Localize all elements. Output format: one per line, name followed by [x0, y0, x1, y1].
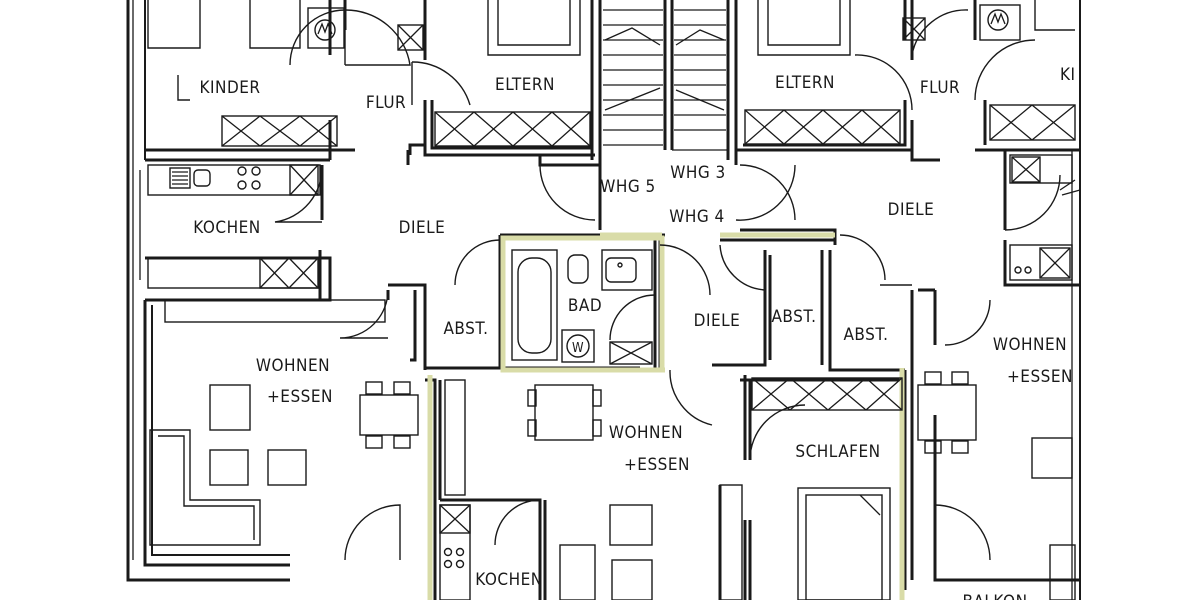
room-label-kinder-left: KINDER	[199, 78, 260, 98]
washer-symbol: W	[572, 341, 584, 356]
room-label-eltern-right: ELTERN	[775, 73, 835, 93]
room-label-diele-right: DIELE	[888, 200, 935, 220]
room-label-wohnen-left: WOHNEN	[256, 356, 330, 376]
room-label-kochen-left: KOCHEN	[193, 218, 260, 238]
stair-label-whg3: WHG 3	[670, 163, 726, 183]
room-label-balkon-right: BALKON	[962, 592, 1027, 600]
room-label-kinder-right: KI	[1060, 65, 1076, 85]
room-label-essen-left: +ESSEN	[267, 387, 333, 407]
room-label-eltern-left: ELTERN	[495, 75, 555, 95]
room-label-bad: BAD	[568, 296, 602, 316]
room-label-abst-center: ABST.	[771, 307, 816, 327]
walls	[126, 0, 1081, 600]
room-label-abst-left: ABST.	[443, 319, 488, 339]
kitchen-fixtures	[147, 154, 1073, 600]
room-label-wohnen-center: WOHNEN	[609, 423, 683, 443]
bath-fixtures: W	[307, 4, 1021, 363]
stair-label-whg4: WHG 4	[669, 207, 725, 227]
room-label-flur-right: FLUR	[920, 78, 960, 98]
unit-outlines	[427, 232, 905, 600]
room-label-kochen-center: KOCHEN	[475, 570, 542, 590]
room-label-schlafen: SCHLAFEN	[795, 442, 880, 462]
furniture	[147, 0, 1081, 600]
room-label-essen-center: +ESSEN	[624, 455, 690, 475]
doors	[274, 9, 1061, 561]
room-labels: KINDER FLUR ELTERN ELTERN FLUR KI KOCHEN…	[193, 65, 1075, 600]
stair-label-whg5: WHG 5	[600, 177, 656, 197]
room-label-diele-center: DIELE	[694, 311, 741, 331]
cabinets	[221, 17, 1076, 411]
room-label-essen-right: +ESSEN	[1007, 367, 1073, 387]
room-label-abst-right: ABST.	[843, 325, 888, 345]
room-label-diele-left: DIELE	[399, 218, 446, 238]
staircase	[603, 9, 728, 151]
room-label-wohnen-right: WOHNEN	[993, 335, 1067, 355]
room-label-flur-left: FLUR	[366, 93, 406, 113]
